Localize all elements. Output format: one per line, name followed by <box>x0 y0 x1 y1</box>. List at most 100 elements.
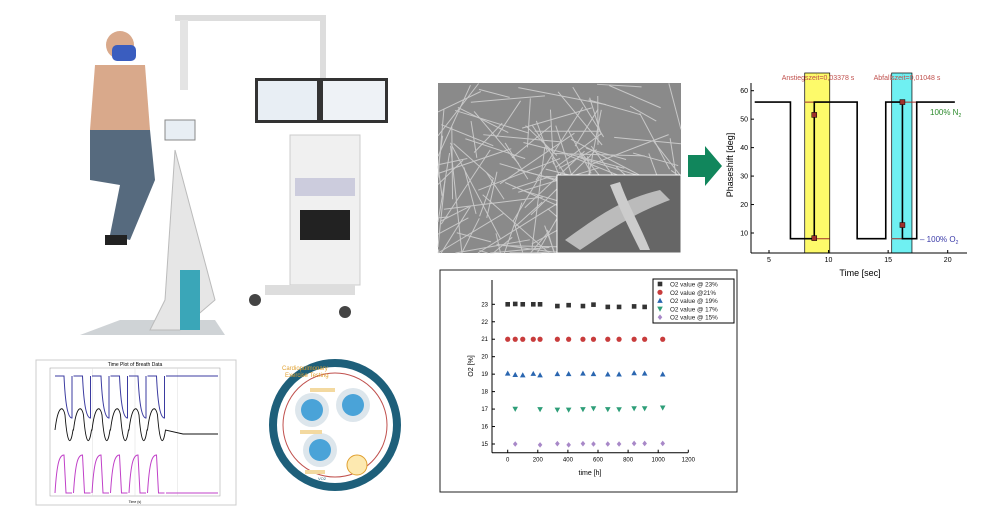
process-arrow-icon <box>688 146 722 186</box>
series-triangle-down <box>512 405 666 413</box>
data-marker <box>899 222 906 228</box>
cpet-title-line1: Cardiopulmonary <box>282 366 328 372</box>
bike-console <box>164 119 196 141</box>
data-point <box>616 336 622 342</box>
nanofiber <box>483 134 562 143</box>
nanofiber <box>443 196 544 210</box>
breath-trace-black <box>54 408 218 442</box>
x-tick-label: 15 <box>884 257 892 264</box>
data-point <box>604 371 611 377</box>
legend-entry: O2 value @ 19% <box>670 298 718 305</box>
series-square <box>505 301 647 310</box>
data-point <box>604 407 611 413</box>
data-point <box>537 442 543 448</box>
nanofiber <box>470 95 546 103</box>
data-point <box>530 336 536 342</box>
x-tick-label: 1000 <box>652 458 666 464</box>
data-point <box>580 370 586 376</box>
rise-time-highlight <box>804 72 831 254</box>
y-tick-label: 22 <box>481 320 488 326</box>
data-point <box>657 314 663 320</box>
nanofiber <box>590 134 669 166</box>
nanofiber <box>437 91 482 113</box>
data-point <box>591 302 596 307</box>
legend-box <box>652 278 735 324</box>
data-point <box>520 336 526 342</box>
nanofiber <box>495 100 522 138</box>
data-point <box>537 407 543 413</box>
computer-unit <box>300 210 350 240</box>
data-point <box>565 407 572 413</box>
legend-entry: O2 value @ 15% <box>670 315 718 322</box>
data-point <box>520 302 526 307</box>
nanofiber <box>629 105 657 122</box>
nanofiber <box>614 136 682 145</box>
data-marker <box>899 99 906 105</box>
x-axis-label: time [h] <box>579 470 602 477</box>
vo2-label: VO2 <box>318 476 327 481</box>
data-point <box>537 302 543 307</box>
nanofiber <box>653 141 682 177</box>
data-point <box>660 440 666 447</box>
data-point <box>537 372 543 378</box>
cpet-title-line2: Exercise Testing <box>285 373 329 379</box>
series-triangle-up <box>504 370 666 378</box>
breath-chart-title: Time Plot of Breath Data <box>108 362 163 368</box>
o2-chart-frame <box>439 269 738 493</box>
data-point <box>659 371 666 377</box>
data-point <box>605 441 611 447</box>
data-marker <box>811 112 818 118</box>
y-tick-label: 21 <box>481 337 488 343</box>
data-point <box>590 371 597 377</box>
breath-trace-blue <box>55 375 218 419</box>
nanofiber <box>440 149 491 225</box>
data-point <box>591 441 596 447</box>
data-point <box>641 370 648 376</box>
nanofiber <box>437 216 449 219</box>
nanofiber <box>499 132 575 185</box>
boom-pole <box>320 15 326 90</box>
nanofiber <box>574 108 599 147</box>
nanofiber <box>470 120 478 158</box>
legend-entry: O2 value @21% <box>670 290 716 297</box>
person-legs <box>90 130 155 240</box>
data-marker <box>811 235 818 241</box>
data-point <box>537 336 543 342</box>
nanofiber <box>437 109 445 178</box>
data-point <box>605 304 611 310</box>
legend-entry: O2 value @ 17% <box>670 306 718 313</box>
nanofiber <box>473 122 503 153</box>
phaseshift-trace <box>754 101 955 240</box>
nanofiber <box>495 233 501 254</box>
y-tick-label: 20 <box>481 355 488 361</box>
data-point <box>554 336 560 342</box>
nanofiber <box>535 120 548 152</box>
data-point <box>657 306 663 312</box>
data-point <box>554 407 561 413</box>
cpet-bike-photo <box>80 15 388 335</box>
nanofiber <box>588 99 642 116</box>
nanofiber <box>557 91 603 146</box>
n2-subscript: 2 <box>958 113 961 119</box>
nanofiber <box>451 126 454 200</box>
nanofiber <box>437 217 469 235</box>
o2-subscript: 2 <box>956 240 959 246</box>
data-point <box>512 406 519 412</box>
nanofiber <box>503 202 523 254</box>
data-point <box>519 372 526 378</box>
legend: O2 value @ 23%O2 value @21%O2 value @ 19… <box>652 278 735 324</box>
x-tick-label: 0 <box>506 458 510 464</box>
boom-arm <box>175 15 325 21</box>
data-point <box>590 406 597 412</box>
lungs-icon <box>301 399 323 421</box>
data-point <box>530 370 537 376</box>
data-point <box>641 406 648 412</box>
data-point <box>530 302 536 307</box>
nanofiber <box>461 218 480 254</box>
nanofiber <box>568 130 592 174</box>
nanofiber <box>478 88 510 98</box>
sem-nanofiber-image <box>437 83 682 254</box>
